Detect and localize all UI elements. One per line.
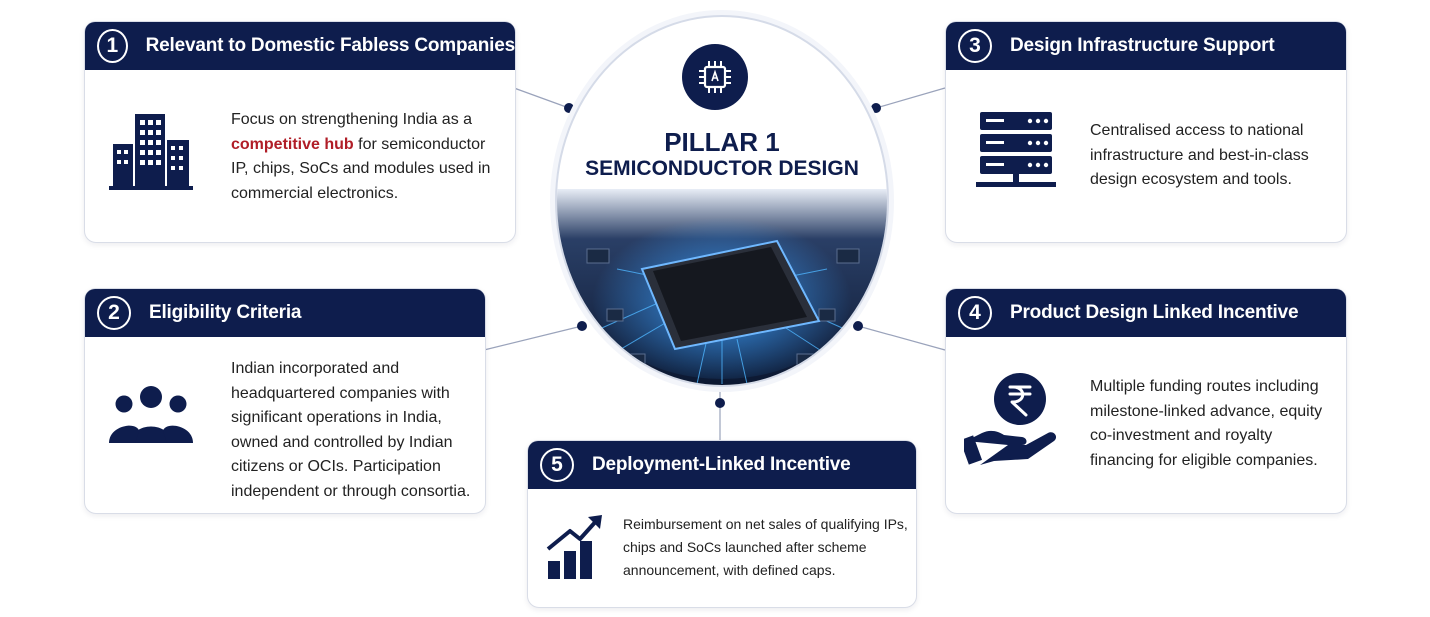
card-title: Deployment-Linked Incentive bbox=[592, 454, 851, 475]
card-header: 4 Product Design Linked Incentive bbox=[946, 289, 1346, 337]
card-header: 3 Design Infrastructure Support bbox=[946, 22, 1346, 70]
card-title: Product Design Linked Incentive bbox=[1010, 302, 1299, 323]
card-eligibility: 2 Eligibility Criteria Indian incorporat… bbox=[84, 288, 486, 514]
card-description: Indian incorporated and headquartered co… bbox=[231, 360, 471, 500]
card-header: 2 Eligibility Criteria bbox=[85, 289, 485, 337]
card-number: 2 bbox=[97, 296, 131, 330]
card-number: 4 bbox=[958, 296, 992, 330]
card-deployment-incentive: 5 Deployment-Linked Incentive Reimbursem… bbox=[527, 440, 917, 608]
highlight-text: competitive hub bbox=[231, 135, 354, 153]
card-header: 1 Relevant to Domestic Fabless Companies bbox=[85, 22, 515, 70]
description-text: Focus on strengthening India as a bbox=[231, 111, 473, 128]
card-title: Relevant to Domestic Fabless Companies bbox=[145, 35, 516, 56]
pillar-hub: PILLAR 1 SEMICONDUCTOR DESIGN bbox=[555, 15, 889, 387]
connector-dot-3 bbox=[871, 103, 881, 113]
people-group-icon bbox=[109, 386, 193, 443]
card-description: Multiple funding routes including milest… bbox=[1090, 378, 1323, 469]
card-design-infrastructure: 3 Design Infrastructure Support Centrali… bbox=[945, 21, 1347, 243]
connector-dot-5 bbox=[715, 398, 725, 408]
server-icon bbox=[976, 112, 1056, 187]
card-description: Reimbursement on net sales of qualifying… bbox=[623, 516, 908, 578]
buildings-icon bbox=[109, 114, 193, 190]
card-description: Centralised access to national infrastru… bbox=[1090, 122, 1309, 188]
hub-title: PILLAR 1 bbox=[664, 127, 780, 157]
card-header: 5 Deployment-Linked Incentive bbox=[528, 441, 916, 489]
card-number: 3 bbox=[958, 29, 992, 63]
card-number: 5 bbox=[540, 448, 574, 482]
circuit-board-image bbox=[557, 189, 887, 385]
growth-chart-icon bbox=[546, 515, 602, 579]
card-title: Eligibility Criteria bbox=[149, 302, 302, 323]
description-text: for semiconductor IP, chips, SoCs and mo… bbox=[231, 135, 491, 202]
chip-icon bbox=[682, 44, 748, 110]
connector-dot-1 bbox=[564, 103, 574, 113]
card-domestic-fabless: 1 Relevant to Domestic Fabless Companies… bbox=[84, 21, 516, 243]
card-description: Focus on strengthening India as a compet… bbox=[231, 108, 501, 206]
hub-subtitle: SEMICONDUCTOR DESIGN bbox=[585, 157, 859, 180]
card-number: 1 bbox=[97, 29, 128, 63]
card-title: Design Infrastructure Support bbox=[1010, 35, 1275, 56]
card-product-design-incentive: 4 Product Design Linked Incentive Multip… bbox=[945, 288, 1347, 514]
rupee-hand-icon bbox=[964, 373, 1057, 465]
